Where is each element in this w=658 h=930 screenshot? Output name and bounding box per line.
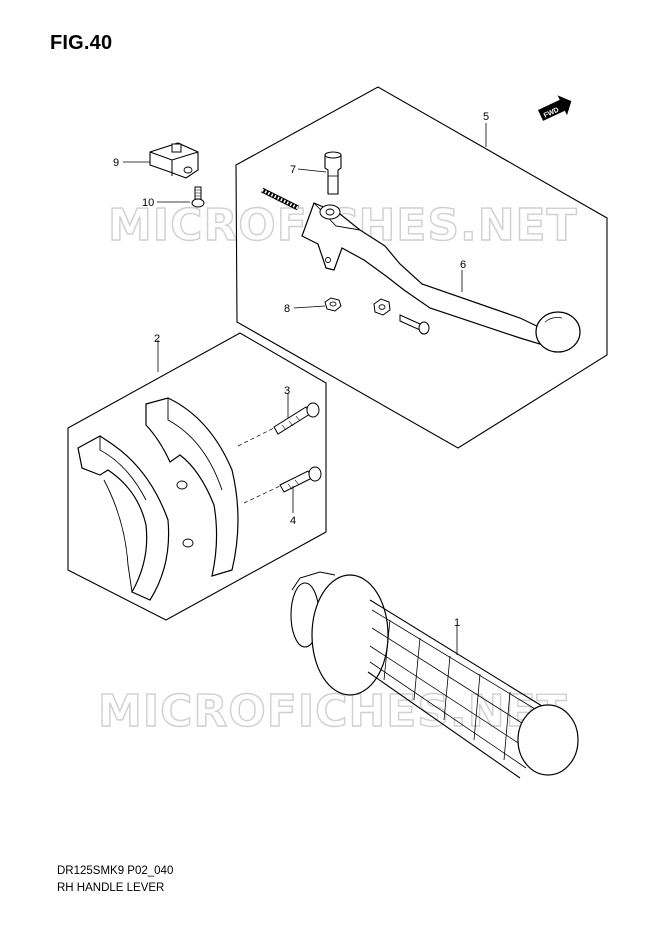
lever-assembly-box — [235, 86, 608, 449]
pivot-bolt-part-7 — [324, 151, 342, 195]
figure-label: FIG.40 — [50, 32, 113, 54]
lever-spring — [260, 187, 300, 211]
nut-part-8 — [324, 297, 342, 312]
callout-10: 10 — [142, 197, 154, 209]
callout-5: 5 — [483, 111, 489, 123]
callout-8: 8 — [284, 303, 290, 315]
brake-switch-part-9 — [149, 142, 199, 179]
screw-part-4 — [279, 466, 322, 493]
callout-2: 2 — [154, 333, 160, 345]
grip-part-1 — [290, 571, 579, 779]
leader-lines — [123, 123, 487, 655]
diagram-code: DR125SMK9 P02_040 — [57, 865, 174, 877]
alignment-line-3 — [237, 427, 275, 447]
lever-part-6 — [301, 202, 581, 353]
diagram-name: RH HANDLE LEVER — [57, 882, 165, 894]
holder-part-2 — [77, 397, 239, 601]
front-arrow-icon: FWD — [538, 95, 572, 121]
callout-3: 3 — [284, 385, 290, 397]
screw-part-3 — [273, 402, 320, 435]
alignment-line-4 — [243, 485, 281, 504]
callout-4: 4 — [290, 515, 296, 527]
callout-6: 6 — [460, 259, 466, 271]
watermark-bottom: MICROFICHES.NET — [98, 686, 568, 737]
holder-assembly-box — [67, 332, 327, 621]
lever-nut — [373, 298, 391, 316]
callout-7: 7 — [290, 164, 296, 176]
lever-bolt — [399, 314, 430, 335]
screw-part-10 — [191, 186, 205, 208]
callout-1: 1 — [454, 617, 460, 629]
callout-9: 9 — [113, 157, 119, 169]
